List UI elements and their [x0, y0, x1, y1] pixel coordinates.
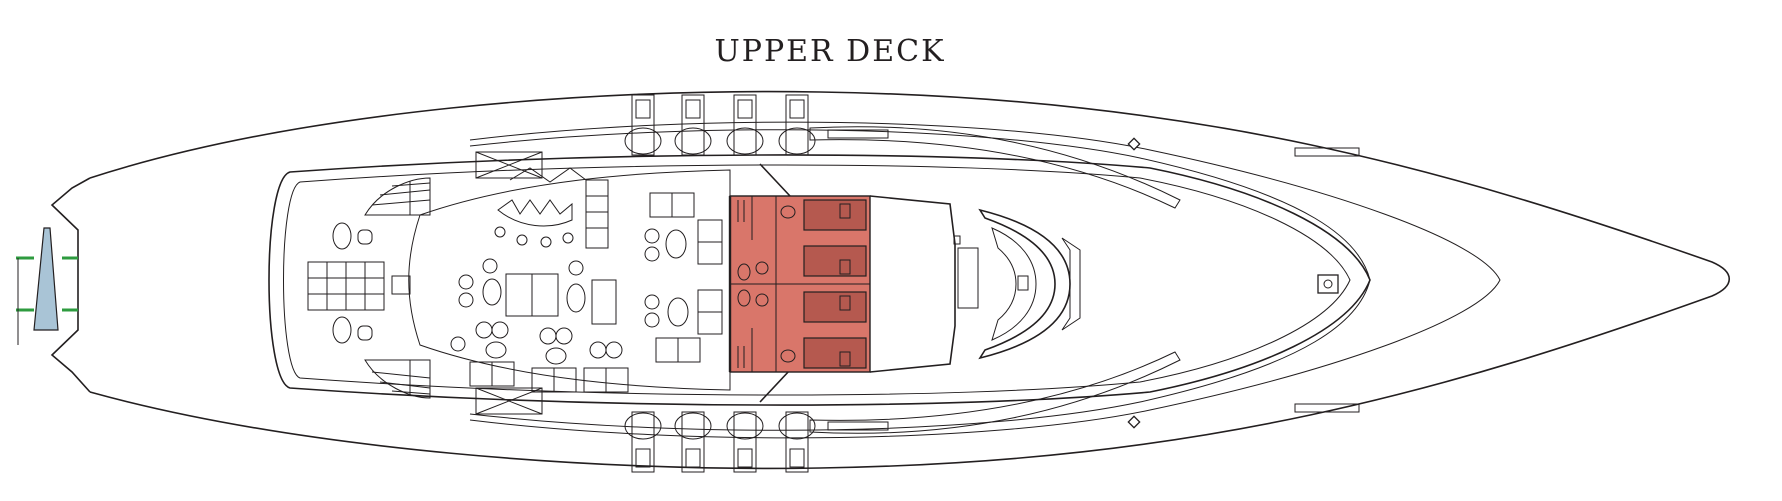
sofa-icon — [469, 361, 515, 387]
chair-icon — [605, 341, 623, 359]
salon-furniture — [450, 192, 723, 393]
bed-icon — [803, 337, 867, 369]
foredeck — [869, 195, 1339, 373]
sofa-icon — [505, 273, 559, 317]
sofa-icon — [655, 337, 701, 363]
dining-table-icon — [665, 229, 687, 259]
dining-table-icon — [482, 278, 502, 306]
chair-icon — [589, 341, 607, 359]
dining-table-icon — [545, 347, 567, 365]
sofa-icon — [649, 192, 695, 218]
chair-icon — [644, 294, 660, 310]
sun-lounger-icon — [674, 411, 712, 473]
sofa-icon — [583, 367, 629, 393]
chair-icon — [491, 321, 509, 339]
bar-counter-icon — [494, 167, 609, 249]
sun-lounger-row-bottom — [624, 411, 816, 473]
sun-lounger-icon — [624, 411, 662, 473]
dining-table-icon — [332, 222, 352, 250]
chair-icon — [458, 292, 474, 308]
chair-icon — [568, 260, 584, 276]
chair-icon — [450, 336, 466, 352]
chair-icon — [644, 228, 660, 244]
sofa-icon — [697, 289, 723, 335]
side-rails — [809, 126, 1360, 434]
sofa-icon — [697, 219, 723, 265]
side-doors — [475, 151, 791, 415]
rudder-icon — [16, 227, 78, 345]
sun-lounger-icon — [726, 411, 764, 473]
sofa-icon — [591, 279, 617, 325]
deck-title: UPPER DECK — [714, 34, 946, 69]
sun-lounger-icon — [624, 94, 662, 156]
chair-icon — [482, 258, 498, 274]
chair-icon — [644, 246, 660, 262]
staircase-icon — [364, 359, 431, 399]
dining-table-icon — [566, 283, 586, 313]
hull-outline — [50, 90, 1730, 470]
sofa-icon — [531, 367, 577, 393]
sun-lounger-icon — [778, 94, 816, 156]
console-icon — [957, 247, 979, 309]
sun-lounger-icon — [726, 94, 764, 156]
helm-icon — [991, 227, 1081, 341]
sofa-icon — [307, 261, 385, 311]
chair-icon — [555, 327, 573, 345]
dining-table-icon — [667, 297, 689, 327]
bed-icon — [803, 199, 867, 231]
aft-lounge — [307, 177, 431, 399]
hatch-icon — [1317, 274, 1339, 294]
chair-icon — [475, 321, 493, 339]
chair-icon — [357, 325, 373, 341]
bed-icon — [803, 245, 867, 277]
sun-lounger-icon — [674, 94, 712, 156]
sun-lounger-icon — [778, 411, 816, 473]
superstructure — [268, 154, 1371, 406]
chair-icon — [458, 274, 474, 290]
chair-icon — [357, 229, 373, 245]
dining-table-icon — [332, 316, 352, 344]
sun-lounger-row-top — [624, 94, 816, 156]
bed-icon — [803, 291, 867, 323]
guest-cabins — [728, 195, 871, 373]
chair-icon — [539, 327, 557, 345]
staircase-icon — [364, 177, 431, 216]
dining-table-icon — [485, 341, 507, 359]
side-table-icon — [391, 275, 411, 295]
chair-icon — [644, 312, 660, 328]
